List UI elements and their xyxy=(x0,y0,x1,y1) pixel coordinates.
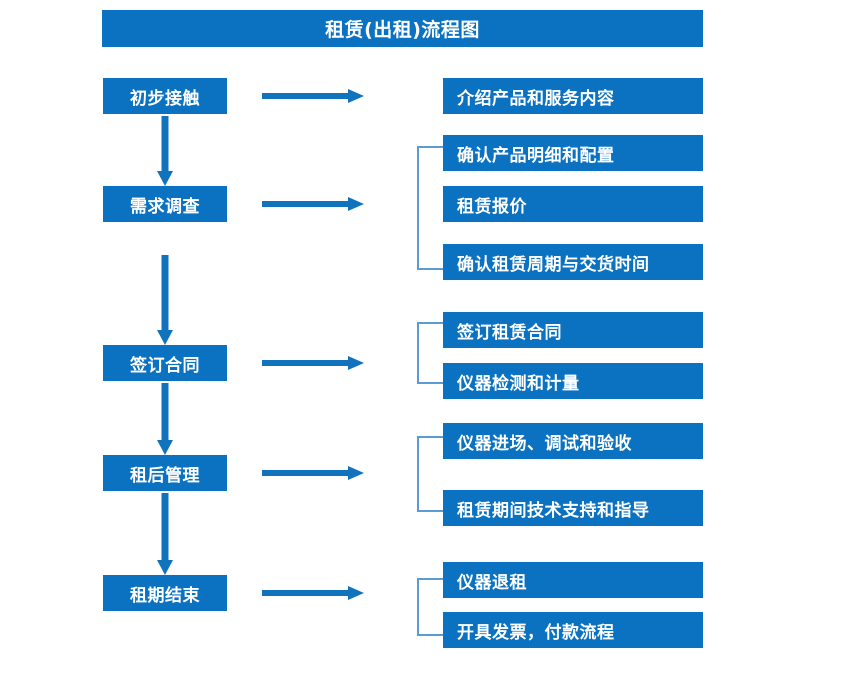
detail-box-4[interactable]: 确认租赁周期与交货时间 xyxy=(443,244,703,280)
right-arrow-4 xyxy=(262,463,364,483)
detail-box-2[interactable]: 确认产品明细和配置 xyxy=(443,135,703,171)
stage-box-5[interactable]: 租期结束 xyxy=(103,575,227,611)
down-arrow-3 xyxy=(155,383,175,455)
detail-box-7[interactable]: 仪器进场、调试和验收 xyxy=(443,423,703,459)
detail-box-3[interactable]: 租赁报价 xyxy=(443,186,703,222)
right-arrow-3 xyxy=(262,353,364,373)
right-arrow-1 xyxy=(262,86,364,106)
group-bracket-demand-survey xyxy=(417,146,443,270)
group-bracket-end-of-term xyxy=(417,578,443,636)
down-arrow-1 xyxy=(155,116,175,186)
group-bracket-contract xyxy=(417,322,443,384)
group-bracket-post-rental xyxy=(417,436,443,512)
detail-box-10[interactable]: 开具发票，付款流程 xyxy=(443,612,703,648)
detail-box-1[interactable]: 介绍产品和服务内容 xyxy=(443,78,703,114)
down-arrow-4 xyxy=(155,493,175,575)
down-arrow-2 xyxy=(155,255,175,345)
stage-box-2[interactable]: 需求调查 xyxy=(103,186,227,222)
stage-box-3[interactable]: 签订合同 xyxy=(103,345,227,381)
stage-box-1[interactable]: 初步接触 xyxy=(103,78,227,114)
detail-box-9[interactable]: 仪器退租 xyxy=(443,562,703,598)
right-arrow-5 xyxy=(262,583,364,603)
detail-box-6[interactable]: 仪器检测和计量 xyxy=(443,363,703,399)
right-arrow-2 xyxy=(262,194,364,214)
page-title: 租赁(出租)流程图 xyxy=(102,10,703,47)
stage-box-4[interactable]: 租后管理 xyxy=(103,455,227,491)
detail-box-8[interactable]: 租赁期间技术支持和指导 xyxy=(443,490,703,526)
detail-box-5[interactable]: 签订租赁合同 xyxy=(443,312,703,348)
